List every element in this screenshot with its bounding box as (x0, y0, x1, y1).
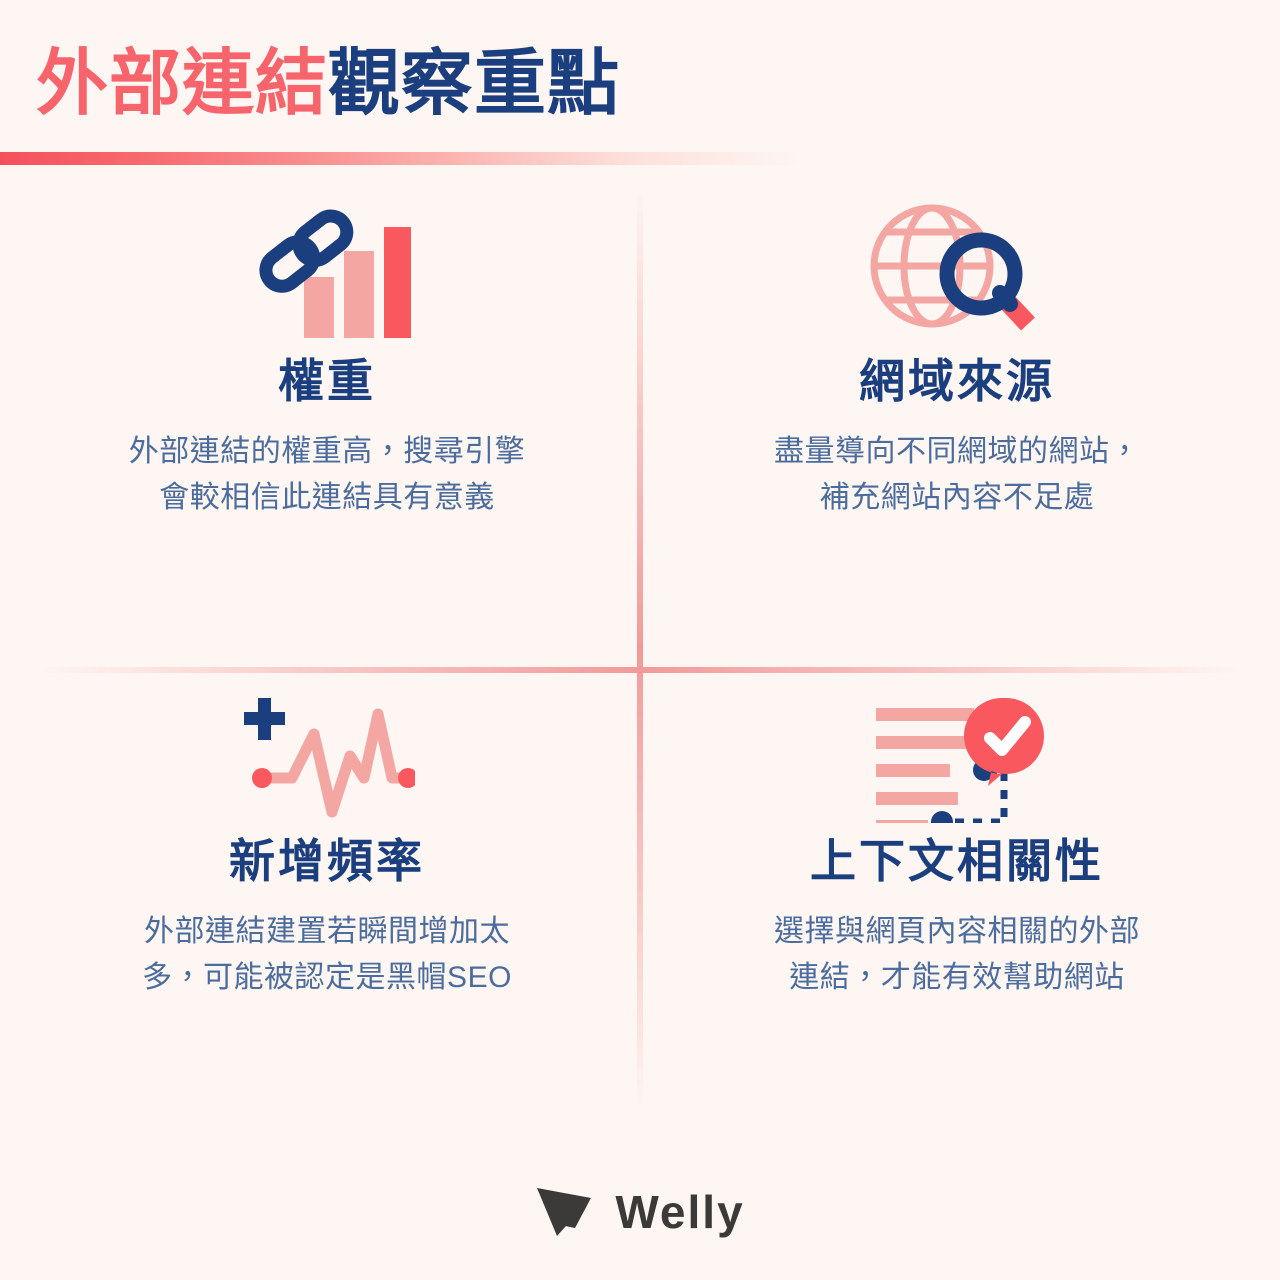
document-check-icon (870, 680, 1045, 830)
quadrant-body-line-1: 盡量導向不同網域的網站， (774, 434, 1140, 468)
quadrant-domain-source: 網域來源 盡量導向不同網域的網站， 補充網站內容不足處 (652, 190, 1262, 660)
link-bar-chart-icon (242, 190, 412, 350)
quadrant-heading: 權重 (278, 355, 376, 407)
brand-name: Welly (615, 1186, 745, 1238)
quadrant-body-line-2: 連結，才能有效幫助網站 (789, 961, 1125, 995)
globe-search-icon (870, 190, 1045, 350)
vertical-divider (637, 190, 643, 1110)
quadrant-heading: 網域來源 (859, 355, 1055, 407)
page-header: 外部連結觀察重點 (0, 0, 1280, 172)
quadrant-body-line-2: 補充網站內容不足處 (819, 481, 1095, 515)
quadrant-frequency: 新增頻率 外部連結建置若瞬間增加太 多，可能被認定是黑帽SEO (22, 680, 632, 1150)
page-title-accent: 外部連結 (36, 44, 329, 124)
quadrant-body-line-2: 會較相信此連結具有意義 (159, 481, 495, 515)
footer-brand: Welly (0, 1184, 1280, 1240)
quadrant-context-relevance: 上下文相關性 選擇與網頁內容相關的外部 連結，才能有效幫助網站 (652, 680, 1262, 1150)
paper-plane-icon (537, 1188, 592, 1236)
quadrant-body-line-2: 多，可能被認定是黑帽SEO (142, 961, 512, 995)
quadrant-body: 外部連結的權重高，搜尋引擎 會較相信此連結具有意義 (129, 429, 526, 522)
page-title: 外部連結觀察重點 (36, 48, 620, 120)
quadrant-body-line-1: 外部連結建置若瞬間增加太 (143, 914, 510, 948)
quadrant-body: 盡量導向不同網域的網站， 補充網站內容不足處 (774, 429, 1140, 522)
quadrant-body-line-1: 選擇與網頁內容相關的外部 (774, 914, 1140, 948)
quadrant-weight: 權重 外部連結的權重高，搜尋引擎 會較相信此連結具有意義 (22, 190, 632, 660)
quadrant-body: 選擇與網頁內容相關的外部 連結，才能有效幫助網站 (774, 909, 1140, 1002)
quadrant-body-line-1: 外部連結的權重高，搜尋引擎 (128, 434, 526, 468)
quadrant-heading: 上下文相關性 (810, 835, 1104, 887)
quadrant-heading: 新增頻率 (229, 835, 425, 887)
title-underline-bar (0, 152, 800, 165)
quadrant-body: 外部連結建置若瞬間增加太 多，可能被認定是黑帽SEO (142, 909, 512, 1002)
pulse-plus-icon (240, 680, 415, 830)
page-title-rest: 觀察重點 (328, 44, 621, 124)
quadrant-grid: 權重 外部連結的權重高，搜尋引擎 會較相信此連結具有意義 (0, 180, 1280, 1160)
horizontal-divider (40, 667, 1240, 673)
